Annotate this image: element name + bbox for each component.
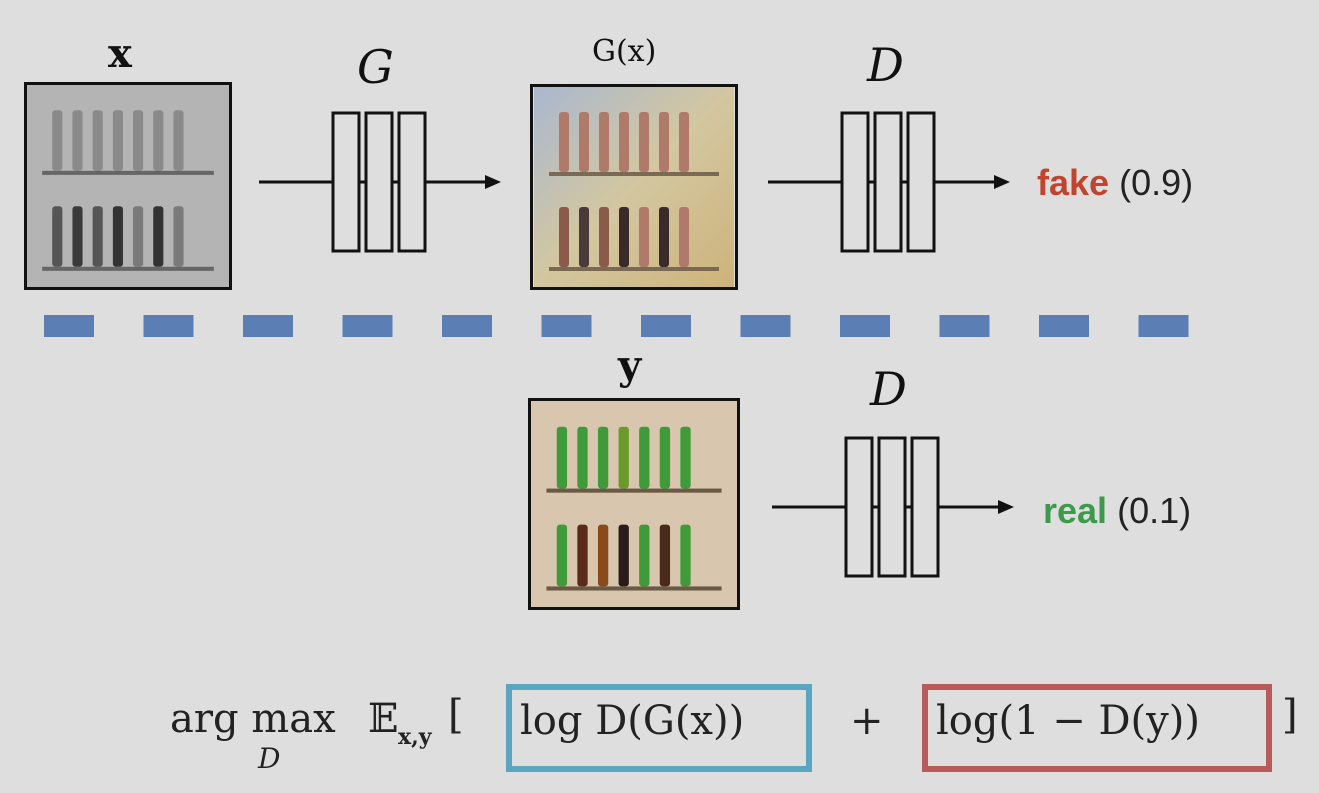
- formula-argmax-subscript: D: [258, 742, 281, 775]
- dash-segment: [243, 315, 293, 337]
- dash-segment: [44, 315, 94, 337]
- discriminator-network-bottom: [772, 436, 1014, 578]
- discriminator-layer-3: [906, 111, 936, 253]
- dash-segment: [342, 315, 393, 337]
- discriminator-layer-1: [844, 436, 874, 578]
- arrowhead: [998, 500, 1014, 514]
- label-y: y: [618, 342, 642, 389]
- dashed-separator: [44, 315, 1189, 337]
- input-image-x: [24, 82, 232, 290]
- dash-segment: [840, 315, 890, 337]
- arrowhead: [485, 175, 501, 189]
- real-label: real: [1043, 490, 1108, 531]
- dash-segment: [143, 315, 194, 337]
- dash-segment: [939, 315, 990, 337]
- generated-image: [530, 84, 738, 290]
- bottles-real-picture: [531, 401, 737, 607]
- discriminator-layer-2: [877, 436, 907, 578]
- label-generated-image: G(x): [592, 34, 657, 69]
- output-fake: fake (0.9): [1037, 162, 1193, 204]
- dash-segment: [1138, 315, 1189, 337]
- output-real: real (0.1): [1043, 490, 1191, 532]
- dash-segment: [1039, 315, 1089, 337]
- real-image-y: [528, 398, 740, 610]
- label-generator: G: [357, 40, 394, 94]
- formula-expectation-subscript: x,y: [398, 724, 432, 750]
- bottles-grayscale-picture: [27, 85, 229, 287]
- generator-layer-3: [397, 111, 427, 253]
- fake-probability: (0.9): [1119, 162, 1194, 203]
- discriminator-layer-1: [840, 111, 870, 253]
- discriminator-network-top: [768, 111, 1010, 253]
- generator-layer-2: [364, 111, 394, 253]
- dash-segment: [740, 315, 791, 337]
- fake-label: fake: [1037, 162, 1110, 203]
- real-probability: (0.1): [1117, 490, 1192, 531]
- discriminator-layer-3: [910, 436, 940, 578]
- formula-term-real: log(1 − D(y)): [936, 698, 1200, 744]
- generator-layer-1: [331, 111, 361, 253]
- bottles-generated-picture: [534, 87, 734, 287]
- dash-segment: [541, 315, 592, 337]
- formula-plus: +: [850, 698, 884, 744]
- formula-term-fake: log D(G(x)): [520, 698, 745, 744]
- discriminator-layer-2: [873, 111, 903, 253]
- formula-term-fake-box: [506, 684, 812, 772]
- arrowhead: [994, 175, 1010, 189]
- dash-segment: [442, 315, 492, 337]
- dash-segment: [641, 315, 691, 337]
- formula-term-real-box: [922, 684, 1272, 772]
- formula-open-bracket: [: [448, 692, 464, 738]
- formula-close-bracket: ]: [1282, 692, 1298, 738]
- label-discriminator-bottom: D: [870, 362, 907, 416]
- label-discriminator-top: D: [867, 38, 904, 92]
- formula-expectation: 𝔼: [368, 696, 399, 742]
- formula-argmax: arg max: [170, 696, 336, 742]
- label-x: x: [108, 30, 132, 77]
- generator-network: [259, 111, 501, 253]
